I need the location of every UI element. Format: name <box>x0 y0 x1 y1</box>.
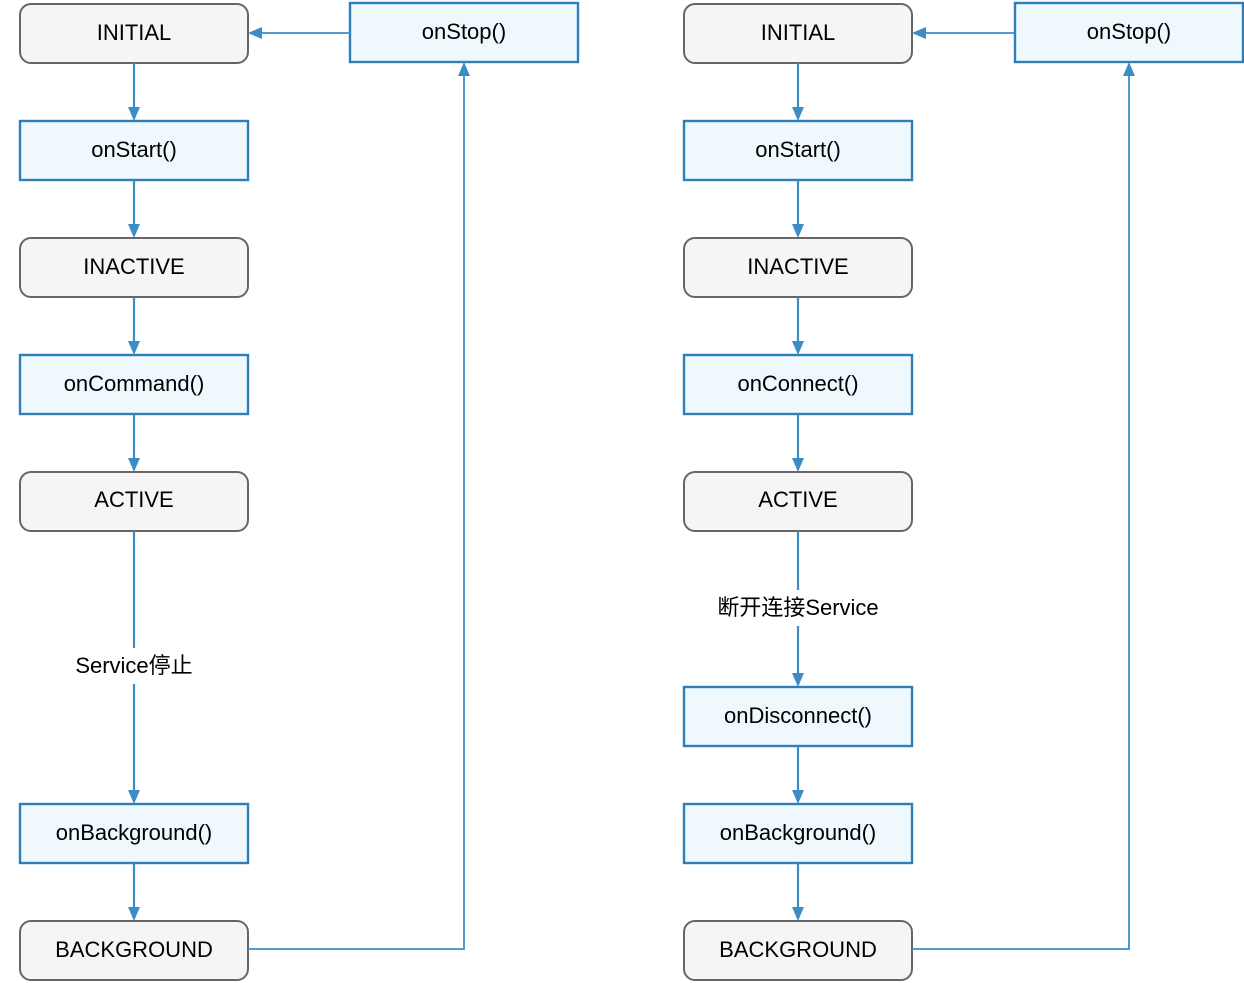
callback-box[interactable] <box>682 119 914 182</box>
node-l-inactive[interactable]: INACTIVE <box>19 237 249 298</box>
edge-l-onstop-to-initial <box>248 27 350 39</box>
node-l-active[interactable]: ACTIVE <box>19 471 249 532</box>
edge-r-onstop-to-initial <box>912 27 1015 39</box>
edge-r-ondisconnect-to-onbackground <box>792 746 804 804</box>
state-box[interactable] <box>19 237 249 298</box>
node-l-onbackground[interactable]: onBackground() <box>18 802 250 865</box>
node-r-ondisconnect[interactable]: onDisconnect() <box>682 685 914 748</box>
node-r-onbackground[interactable]: onBackground() <box>682 802 914 865</box>
edge-r-active-to-ondisconnect: 断开连接Service <box>698 531 898 687</box>
edge-r-initial-to-onstart <box>792 63 804 121</box>
node-r-onstop[interactable]: onStop() <box>1013 1 1244 64</box>
node-r-initial[interactable]: INITIAL <box>683 3 913 64</box>
edge-l-oncommand-to-active <box>128 414 140 472</box>
edge-label-backdrop <box>62 648 207 684</box>
edge-r-background-to-onstop <box>912 62 1135 950</box>
node-r-inactive[interactable]: INACTIVE <box>683 237 913 298</box>
edge-r-inactive-to-onconnect <box>792 297 804 355</box>
edge-l-initial-to-onstart <box>128 63 140 121</box>
state-box[interactable] <box>683 3 913 64</box>
edge-r-onstart-to-inactive <box>792 180 804 238</box>
edge-l-onbackground-to-background <box>128 863 140 921</box>
edge-label-backdrop <box>698 590 898 626</box>
callback-box[interactable] <box>348 1 580 64</box>
state-box[interactable] <box>19 3 249 64</box>
node-l-onstart[interactable]: onStart() <box>18 119 250 182</box>
state-box[interactable] <box>683 920 913 981</box>
node-r-active[interactable]: ACTIVE <box>683 471 913 532</box>
node-l-background[interactable]: BACKGROUND <box>19 920 249 981</box>
edge-r-onconnect-to-active <box>792 414 804 472</box>
callback-box[interactable] <box>18 119 250 182</box>
node-l-onstop[interactable]: onStop() <box>348 1 580 64</box>
edge-l-background-to-onstop <box>248 62 470 950</box>
node-r-background[interactable]: BACKGROUND <box>683 920 913 981</box>
node-r-onstart[interactable]: onStart() <box>682 119 914 182</box>
callback-box[interactable] <box>1013 1 1244 64</box>
state-box[interactable] <box>683 471 913 532</box>
node-l-initial[interactable]: INITIAL <box>19 3 249 64</box>
callback-box[interactable] <box>18 802 250 865</box>
state-box[interactable] <box>19 471 249 532</box>
node-r-onconnect[interactable]: onConnect() <box>682 353 914 416</box>
edge-l-active-to-onbackground: Service停止 <box>62 531 207 804</box>
callback-box[interactable] <box>682 802 914 865</box>
edge-r-onbackground-to-background <box>792 863 804 921</box>
callback-box[interactable] <box>18 353 250 416</box>
callback-box[interactable] <box>682 353 914 416</box>
callback-box[interactable] <box>682 685 914 748</box>
edge-l-inactive-to-oncommand <box>128 297 140 355</box>
node-l-oncommand[interactable]: onCommand() <box>18 353 250 416</box>
state-box[interactable] <box>19 920 249 981</box>
state-box[interactable] <box>683 237 913 298</box>
edge-l-onstart-to-inactive <box>128 180 140 238</box>
